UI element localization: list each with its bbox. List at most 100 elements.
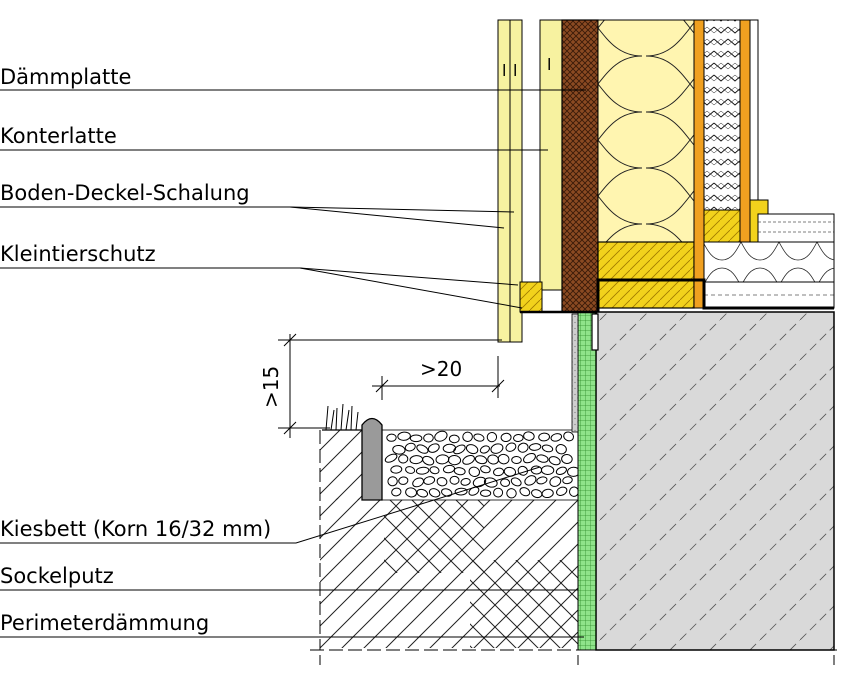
gravel-stone — [528, 443, 542, 451]
gravel-stone — [427, 443, 440, 453]
gravel-stone — [519, 487, 531, 497]
gravel-stone — [556, 486, 568, 496]
label-sockelputz: Sockelputz — [0, 564, 114, 588]
gravel-stone — [412, 477, 424, 488]
gravel-stone — [386, 433, 397, 442]
gravel-stone — [500, 432, 512, 443]
gravel-stone — [503, 466, 517, 477]
gravel-stone — [506, 488, 517, 499]
leader-lines — [0, 89, 586, 638]
gravel-stone — [541, 488, 554, 499]
gravel-stone — [415, 466, 430, 475]
gravel-stone — [416, 488, 429, 498]
gravel-stone — [405, 466, 416, 474]
label-boden-deckel-schalung: Boden-Deckel-Schalung — [0, 181, 250, 205]
gravel-stone — [541, 444, 554, 453]
gravel-stone — [549, 476, 562, 487]
gravel-stone — [536, 454, 549, 463]
gravel-stone — [490, 443, 504, 454]
svg-text:l: l — [547, 55, 551, 74]
gravel-stone — [555, 466, 567, 475]
timber-wall: l l l — [497, 19, 835, 351]
svg-text:l: l — [502, 61, 506, 80]
gravel-stone — [562, 476, 573, 485]
gravel-stone — [429, 466, 440, 475]
gravel-stone — [480, 465, 491, 474]
gravel-stone — [392, 444, 406, 455]
gravel-stone — [462, 431, 473, 443]
gravel-stone — [517, 442, 529, 453]
label-perimeterdaemmung: Perimeterdämmung — [0, 611, 209, 635]
perimeter-insulation — [577, 311, 597, 651]
leader-kiesbett — [0, 466, 541, 544]
gravel-stone — [563, 431, 575, 442]
gravel-stone — [510, 477, 522, 487]
dimension-horizontal — [372, 356, 505, 400]
gravel-stone — [423, 476, 436, 485]
gravel-stone — [561, 453, 573, 465]
leader-kleintierschutz-2 — [299, 267, 523, 309]
soil-backfill — [310, 430, 840, 665]
gravel-stone — [384, 453, 398, 463]
gravel-stone — [397, 431, 411, 441]
gravel-stone — [523, 431, 535, 441]
gravel-stone — [524, 475, 537, 486]
label-konterlatte: Konterlatte — [0, 124, 117, 148]
label-daemmplatte: Dämmplatte — [0, 65, 131, 89]
gravel-stone — [416, 444, 429, 454]
gravel-stone — [422, 455, 435, 466]
gravel-stone — [434, 430, 448, 442]
label-kleintierschutz: Kleintierschutz — [0, 242, 156, 266]
dimension-vertical-label: >15 — [259, 366, 283, 408]
gravel-stone — [523, 452, 536, 464]
gravel-stone — [548, 456, 561, 466]
gravel-stone — [500, 478, 511, 487]
gravel-stone — [453, 444, 466, 455]
gravel-stone — [497, 453, 510, 465]
dimension-horizontal-label: >20 — [420, 357, 462, 381]
gravel-stone — [462, 455, 475, 465]
gravel-stone — [465, 444, 479, 455]
gravel-stone — [391, 487, 402, 497]
gravel-stone — [468, 466, 481, 477]
gravel-stone — [442, 464, 456, 474]
gravel-stone — [483, 477, 498, 488]
gravel-stone — [449, 475, 460, 485]
gravel-stone — [405, 487, 418, 498]
concrete-foundation — [595, 311, 835, 651]
gravel-stone — [390, 465, 403, 474]
edging-stone — [361, 417, 383, 501]
gravel-stone — [550, 433, 563, 442]
gravel-stone — [453, 467, 466, 476]
plinth-plaster — [571, 313, 579, 433]
gravel-stone — [517, 465, 528, 476]
gravel-bed — [381, 429, 580, 501]
gravel-stone — [409, 434, 423, 443]
gravel-stone — [436, 477, 448, 487]
gravel-stone — [538, 432, 550, 442]
gravel-stone — [505, 442, 517, 452]
gravel-stone — [404, 442, 416, 452]
leader-kleintierschutz-1 — [0, 267, 519, 286]
gravel-stone — [398, 476, 409, 485]
svg-text:l: l — [513, 61, 517, 80]
gravel-stone — [387, 476, 398, 487]
gravel-stone — [493, 487, 504, 498]
gravel-stone — [460, 478, 471, 486]
gravel-stone — [423, 433, 434, 443]
gravel-stone — [474, 455, 488, 465]
gravel-stone — [448, 434, 460, 444]
gravel-stone — [513, 433, 524, 443]
labels: Dämmplatte Konterlatte Boden-Deckel-Scha… — [0, 65, 271, 635]
gravel-stone — [486, 431, 498, 443]
gravel-stone — [493, 467, 505, 477]
gravel-stone — [480, 489, 492, 497]
label-kiesbett: Kiesbett (Korn 16/32 mm) — [0, 517, 271, 541]
gravel-stone — [398, 454, 409, 464]
gravel-stone — [454, 487, 468, 496]
leader-boden-deckel — [0, 206, 515, 213]
gravel-stone — [428, 488, 441, 498]
gravel-stone — [536, 476, 548, 485]
